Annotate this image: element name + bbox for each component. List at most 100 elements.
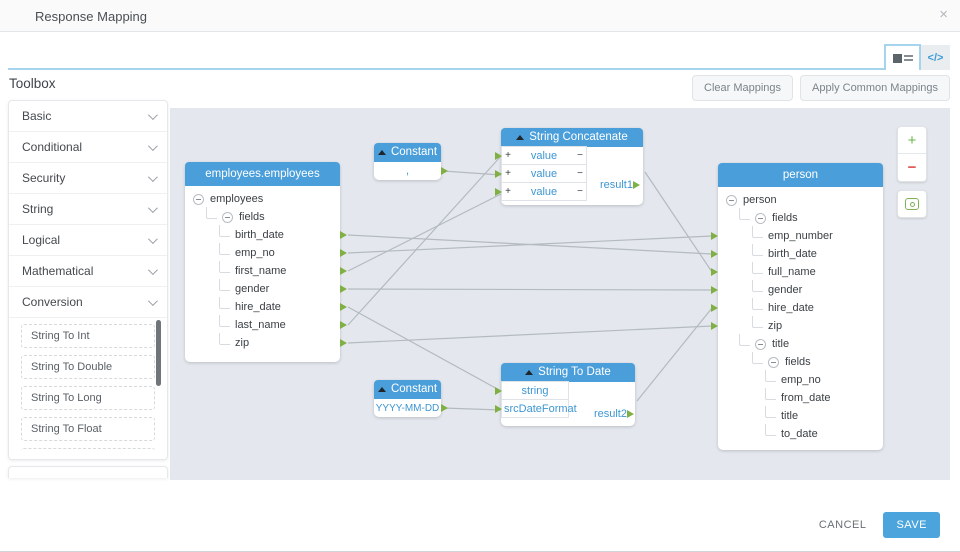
output-port[interactable] bbox=[441, 167, 448, 175]
zoom-out-button[interactable]: − bbox=[907, 159, 917, 176]
employees-field-hire-date[interactable]: hire_date bbox=[185, 296, 347, 316]
input-port-birth-date[interactable] bbox=[711, 250, 718, 258]
input-port-hire-date[interactable] bbox=[711, 304, 718, 312]
concat-input-value3[interactable]: +value− bbox=[495, 182, 587, 201]
employees-field-birth-date[interactable]: birth_date bbox=[185, 224, 347, 244]
wire-employees-zip-to-person-zip[interactable] bbox=[347, 325, 713, 344]
collapse-icon[interactable] bbox=[768, 356, 779, 368]
person-field-to-date[interactable]: to_date bbox=[718, 423, 883, 443]
clear-mappings-button[interactable]: Clear Mappings bbox=[692, 75, 794, 101]
employees-field-gender[interactable]: gender bbox=[185, 278, 347, 298]
output-port-emp-no[interactable] bbox=[340, 249, 347, 257]
toolbox-category-conversion[interactable]: Conversion bbox=[9, 287, 167, 318]
zoom-in-button[interactable]: + bbox=[898, 127, 926, 154]
output-port-hire-date[interactable] bbox=[340, 303, 347, 311]
toolbox-category-conditional[interactable]: Conditional bbox=[9, 132, 167, 163]
collapse-icon[interactable] bbox=[755, 338, 766, 350]
person-field-hire-date[interactable]: hire_date bbox=[711, 297, 883, 317]
string-to-date-header[interactable]: String To Date bbox=[501, 363, 635, 382]
input-port-gender[interactable] bbox=[711, 286, 718, 294]
concat-input-value1[interactable]: +value− bbox=[495, 164, 587, 183]
person-field-zip[interactable]: zip bbox=[711, 315, 883, 335]
constant-node-header[interactable]: Constant bbox=[374, 380, 441, 399]
constant-node-header[interactable]: Constant bbox=[374, 143, 441, 162]
person-field-person[interactable]: person bbox=[718, 191, 883, 209]
constant-dateformat-node[interactable]: Constant YYYY-MM-DD bbox=[374, 380, 448, 417]
save-button[interactable]: SAVE bbox=[883, 512, 940, 538]
toolbox-category-logical[interactable]: Logical bbox=[9, 225, 167, 256]
toolbox-item-string-to-int[interactable]: String To Int bbox=[21, 324, 155, 348]
input-port-emp-number[interactable] bbox=[711, 232, 718, 240]
toolbox-category-mathematical[interactable]: Mathematical bbox=[9, 256, 167, 287]
toolbox-item-string-to-float[interactable]: String To Float bbox=[21, 417, 155, 441]
to-date-input-string[interactable]: string bbox=[495, 381, 569, 400]
close-icon[interactable]: × bbox=[939, 6, 948, 23]
toolbox-item-string-to-double[interactable]: String To Double bbox=[21, 355, 155, 379]
wire-constant-dateformat-value-to-string-to-date-srcdateformat[interactable] bbox=[442, 407, 502, 411]
collapse-triangle-icon[interactable] bbox=[377, 387, 386, 392]
toolbox-item-partial[interactable] bbox=[21, 448, 155, 453]
result2-output-port[interactable] bbox=[627, 410, 634, 418]
collapse-icon[interactable] bbox=[222, 211, 233, 223]
person-field-birth-date[interactable]: birth_date bbox=[711, 243, 883, 263]
add-argument-icon[interactable]: + bbox=[505, 168, 511, 179]
collapse-triangle-icon[interactable] bbox=[525, 370, 534, 375]
result1-output-port[interactable] bbox=[633, 181, 640, 189]
string-to-date-node[interactable]: String To Date string result2 srcDateFor… bbox=[495, 363, 635, 426]
output-port-first-name[interactable] bbox=[340, 267, 347, 275]
collapse-triangle-icon[interactable] bbox=[516, 135, 525, 140]
person-field-fields[interactable]: fields bbox=[718, 207, 883, 227]
tab-visual-mapping[interactable] bbox=[884, 44, 921, 70]
person-field-title[interactable]: title bbox=[718, 405, 883, 425]
collapse-triangle-icon[interactable] bbox=[377, 150, 386, 155]
wire-employees-last-name-to-string-concatenate-value1[interactable] bbox=[347, 155, 502, 326]
output-port[interactable] bbox=[441, 404, 448, 412]
apply-common-mappings-button[interactable]: Apply Common Mappings bbox=[800, 75, 950, 101]
target-node-header[interactable]: person bbox=[718, 163, 883, 187]
input-port-full-name[interactable] bbox=[711, 268, 718, 276]
to-date-input-srcdateformat[interactable]: srcDateFormat bbox=[495, 399, 577, 418]
string-concatenate-node[interactable]: String Concatenate +value−+value− result… bbox=[495, 128, 643, 205]
input-port-value3[interactable] bbox=[495, 187, 502, 196]
wire-employees-first-name-to-string-concatenate-value3[interactable] bbox=[347, 193, 502, 272]
toolbox-item-string-to-long[interactable]: String To Long bbox=[21, 386, 155, 410]
person-field-emp-no[interactable]: emp_no bbox=[718, 369, 883, 389]
employees-field-zip[interactable]: zip bbox=[185, 332, 347, 352]
input-port-value2[interactable] bbox=[495, 151, 502, 160]
person-field-gender[interactable]: gender bbox=[711, 279, 883, 299]
concat-input-value2[interactable]: +value− bbox=[495, 146, 587, 165]
output-port-birth-date[interactable] bbox=[340, 231, 347, 239]
person-field-full-name[interactable]: full_name bbox=[711, 261, 883, 281]
wire-employees-hire-date-to-string-to-date-string[interactable] bbox=[347, 306, 502, 392]
person-field-emp-number[interactable]: emp_number bbox=[711, 225, 883, 245]
wire-string-concatenate-result1-to-person-full-name[interactable] bbox=[644, 171, 713, 273]
person-field-title[interactable]: title bbox=[718, 333, 883, 353]
source-node-header[interactable]: employees.employees bbox=[185, 162, 340, 186]
fit-view-button[interactable] bbox=[897, 190, 927, 218]
tab-code-view[interactable]: </> bbox=[921, 45, 950, 70]
toolbox-scrollbar[interactable] bbox=[156, 320, 161, 386]
collapse-icon[interactable] bbox=[726, 194, 737, 206]
cancel-button[interactable]: CANCEL bbox=[818, 519, 867, 531]
employees-field-emp-no[interactable]: emp_no bbox=[185, 242, 347, 262]
remove-argument-icon[interactable]: − bbox=[577, 186, 583, 197]
employees-field-employees[interactable]: employees bbox=[185, 190, 340, 208]
output-port-last-name[interactable] bbox=[340, 321, 347, 329]
input-port-value1[interactable] bbox=[495, 169, 502, 178]
employees-field-fields[interactable]: fields bbox=[185, 206, 340, 226]
input-port-string[interactable] bbox=[495, 386, 502, 395]
constant-comma-node[interactable]: Constant , bbox=[374, 143, 448, 180]
wire-employees-gender-to-person-gender[interactable] bbox=[347, 288, 713, 291]
string-concatenate-header[interactable]: String Concatenate bbox=[501, 128, 643, 147]
toolbox-category-security[interactable]: Security bbox=[9, 163, 167, 194]
employees-field-last-name[interactable]: last_name bbox=[185, 314, 347, 334]
remove-argument-icon[interactable]: − bbox=[577, 150, 583, 161]
input-port-zip[interactable] bbox=[711, 322, 718, 330]
add-argument-icon[interactable]: + bbox=[505, 186, 511, 197]
wire-constant-comma-value-to-string-concatenate-value2[interactable] bbox=[442, 170, 502, 176]
output-port-zip[interactable] bbox=[340, 339, 347, 347]
output-port-gender[interactable] bbox=[340, 285, 347, 293]
